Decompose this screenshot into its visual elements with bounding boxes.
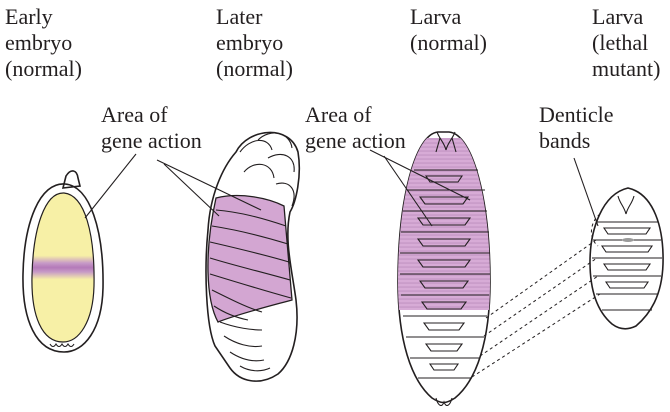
early-embryo xyxy=(23,154,136,352)
larva-lethal-mutant xyxy=(574,158,663,329)
svg-text:Larva: Larva xyxy=(592,4,644,29)
svg-text:embryo: embryo xyxy=(216,30,283,55)
later-embryo xyxy=(157,132,299,381)
label-area-of-gene-action-2: Area of gene action xyxy=(305,102,406,153)
svg-text:Early: Early xyxy=(5,4,53,29)
larva-normal xyxy=(370,132,500,405)
svg-text:Larva: Larva xyxy=(410,4,462,29)
label-larva-normal: Larva (normal) xyxy=(410,4,487,55)
svg-text:embryo: embryo xyxy=(5,30,72,55)
label-later-embryo: Later embryo (normal) xyxy=(216,4,293,81)
label-larva-mutant: Larva (lethal mutant) xyxy=(592,4,660,81)
svg-text:gene action: gene action xyxy=(305,128,406,153)
label-area-of-gene-action-1: Area of gene action xyxy=(101,102,202,153)
pointer-line xyxy=(85,154,136,218)
denticle-connectors xyxy=(472,240,600,377)
pointer-line xyxy=(164,164,219,216)
svg-text:(normal): (normal) xyxy=(410,30,487,55)
label-early-embryo: Early embryo (normal) xyxy=(5,4,82,81)
svg-text:Denticle: Denticle xyxy=(539,102,614,127)
label-denticle-bands: Denticle bands xyxy=(539,102,614,153)
svg-text:gene action: gene action xyxy=(101,128,202,153)
svg-text:Area of: Area of xyxy=(101,102,168,127)
pointer-line xyxy=(574,158,598,226)
svg-text:Area of: Area of xyxy=(305,102,372,127)
svg-text:(normal): (normal) xyxy=(5,56,82,81)
svg-text:(normal): (normal) xyxy=(216,56,293,81)
svg-text:bands: bands xyxy=(539,128,590,153)
svg-text:Later: Later xyxy=(216,4,263,29)
pointer-line xyxy=(157,160,261,210)
svg-text:mutant): mutant) xyxy=(592,56,660,81)
svg-text:(lethal: (lethal xyxy=(592,30,648,55)
